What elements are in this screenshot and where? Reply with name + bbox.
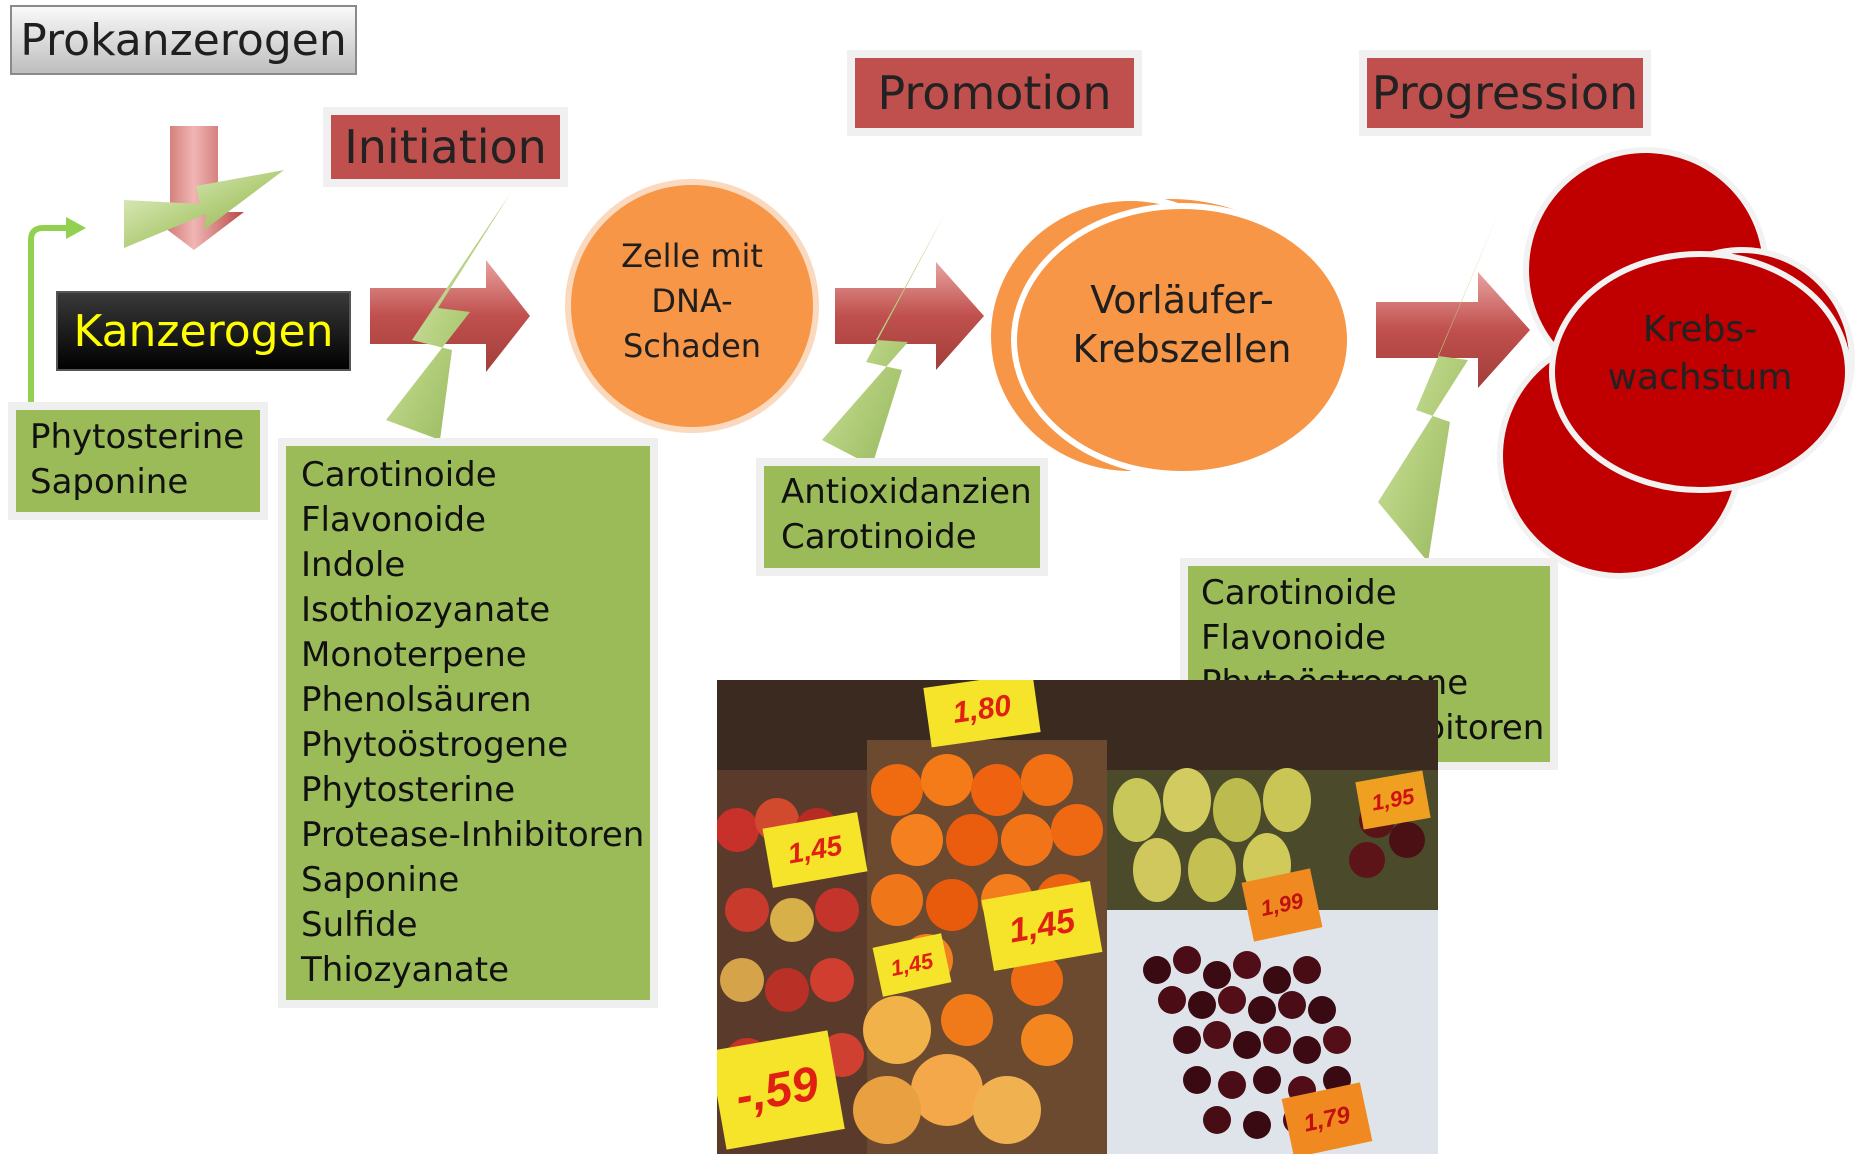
- green-bent-arrow: [28, 225, 68, 410]
- activation-bolt-icon: [124, 170, 284, 248]
- arrow-progression: [1376, 272, 1530, 388]
- cancer-growth-line-2: wachstum: [1607, 357, 1793, 398]
- kanzerogen-label: Kanzerogen: [73, 305, 334, 357]
- damaged-cell-label: Zelle mit DNA- Schaden: [592, 234, 792, 369]
- initiation-inhibitor-item: Phenolsäuren: [301, 680, 532, 720]
- prokanzerogen-label: Prokanzerogen: [20, 14, 347, 66]
- initiation-inhibitor-item: Phytoöstrogene: [301, 725, 569, 765]
- precursor-cells-line-2: Krebszellen: [1072, 327, 1292, 371]
- precursor-cells-line-1: Vorläufer-: [1090, 278, 1274, 322]
- precursor-cells-label: Vorläufer- Krebszellen: [1052, 276, 1312, 374]
- damaged-cell-shape: [565, 179, 819, 433]
- activation-inhibitor-box: Phytosterine Saponine: [16, 410, 260, 512]
- activation-inhibitor-item: Saponine: [30, 462, 189, 502]
- activation-inhibitor-item: Phytosterine: [30, 417, 245, 457]
- progression-inhibitor-item: Flavonoide: [1201, 618, 1387, 658]
- precursor-cell-main: [1011, 203, 1353, 477]
- price-tag: -,59: [717, 1030, 845, 1150]
- fruit-market-photo: 1,80 1,45 1,45 1,45 1,95 1,99 -,59 1,79: [717, 680, 1438, 1154]
- promotion-inhibitor-item: Carotinoide: [781, 517, 977, 557]
- initiation-inhibitor-item: Protease-Inhibitoren: [301, 815, 645, 855]
- initiation-inhibitor-item: Sulfide: [301, 905, 418, 945]
- promotion-bolt-icon: [822, 212, 946, 466]
- green-bent-arrowhead-icon: [66, 217, 86, 239]
- kanzerogen-box: [56, 291, 351, 371]
- initiation-inhibitor-item: Phytosterine: [301, 770, 516, 810]
- oranges-group: [871, 754, 1103, 1066]
- arrow-promotion: [835, 262, 984, 370]
- damaged-cell-line-1: Zelle mit: [621, 237, 763, 275]
- grapefruits-group: [853, 996, 1041, 1144]
- initiation-inhibitor-item: Thiozyanate: [301, 950, 510, 990]
- initiation-inhibitor-item: Isothiozyanate: [301, 590, 551, 630]
- promotion-inhibitor-box: Antioxidanzien Carotinoide: [764, 466, 1040, 568]
- damaged-cell-line-3: Schaden: [622, 327, 762, 365]
- promotion-inhibitor-item: Antioxidanzien: [781, 472, 1032, 512]
- progression-bolt-icon: [1378, 210, 1500, 562]
- initiation-inhibitor-item: Carotinoide: [301, 455, 497, 495]
- cancer-growth-label: Krebs- wachstum: [1580, 306, 1820, 402]
- damaged-cell-line-2: DNA-: [651, 282, 733, 320]
- initiation-inhibitor-box: Carotinoide Flavonoide Indole Isothiozya…: [286, 446, 650, 1000]
- initiation-inhibitor-item: Flavonoide: [301, 500, 487, 540]
- progression-inhibitor-item: Carotinoide: [1201, 573, 1397, 613]
- stage-progression: Progression: [1367, 58, 1643, 128]
- stage-promotion: Promotion: [855, 58, 1134, 128]
- cancer-growth-line-1: Krebs-: [1642, 309, 1758, 350]
- initiation-inhibitor-item: Saponine: [301, 860, 460, 900]
- cancer-cell-center: [1549, 251, 1851, 493]
- initiation-inhibitor-item: Monoterpene: [301, 635, 527, 675]
- initiation-inhibitor-item: Indole: [301, 545, 406, 585]
- initiation-bolt-icon: [386, 194, 510, 440]
- prokanzerogen-box: [10, 5, 357, 75]
- stage-initiation: Initiation: [331, 115, 560, 179]
